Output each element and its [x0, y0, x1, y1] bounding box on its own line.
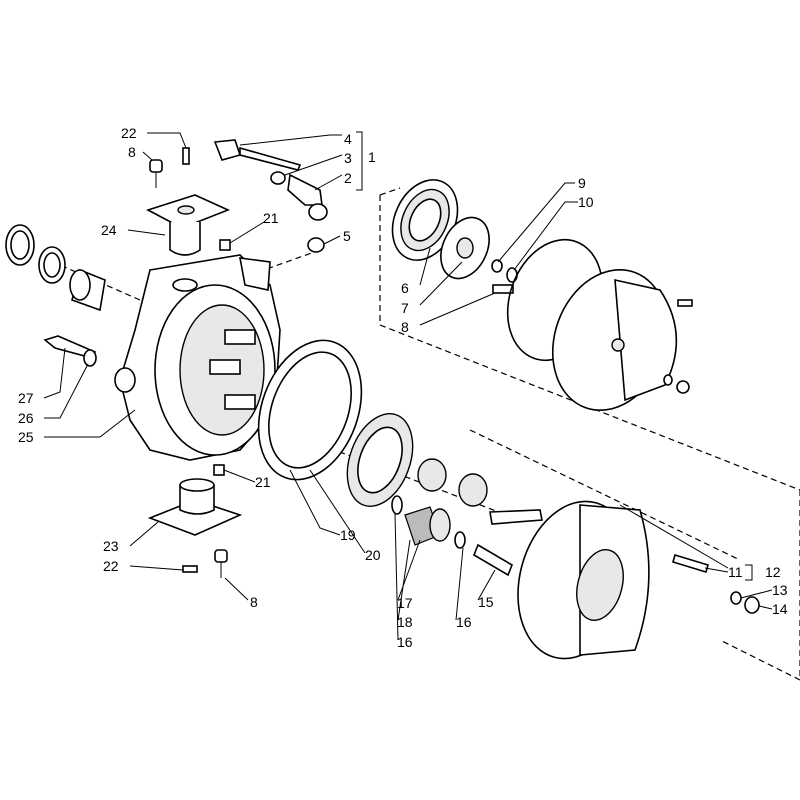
- leader-lines: [43, 131, 773, 641]
- screw-8: [214, 549, 228, 563]
- callout: 23: [103, 538, 119, 554]
- ring-16: [391, 495, 403, 515]
- callout: 5: [343, 228, 351, 244]
- lower-king-pin: [147, 478, 243, 536]
- steering-knuckle-housing: [114, 254, 281, 461]
- callout: 8: [401, 319, 409, 335]
- callout: 22: [103, 558, 119, 574]
- callout: 3: [344, 150, 352, 166]
- screw: [677, 299, 693, 307]
- assembly-line: [379, 187, 800, 681]
- callout: 8: [128, 144, 136, 160]
- grease-nipple-22: [182, 565, 198, 573]
- washer-26: [83, 349, 97, 367]
- callout: 16: [397, 634, 413, 650]
- pin: [489, 509, 543, 525]
- callout: 26: [18, 410, 34, 426]
- callout: 2: [344, 170, 352, 186]
- washer-9: [491, 259, 503, 273]
- upper-king-pin: [145, 194, 231, 256]
- seal-20: [257, 339, 363, 481]
- callout: 17: [397, 595, 413, 611]
- callout: 12: [765, 564, 781, 580]
- callout: 4: [344, 131, 352, 147]
- callout: 8: [250, 594, 258, 610]
- callout: 18: [397, 614, 413, 630]
- callout-labels: 22 8 4 3 1 2 24 21 5 9 10 6 7 8 27 26 25…: [18, 125, 788, 650]
- screw-8: [149, 159, 163, 173]
- callout: 20: [365, 547, 381, 563]
- seal-19: [346, 413, 414, 507]
- callout: 19: [340, 527, 356, 543]
- plug-21: [219, 239, 231, 251]
- callout: 25: [18, 429, 34, 445]
- ring-10: [506, 267, 518, 283]
- callout: 22: [121, 125, 137, 141]
- callout: 21: [255, 474, 271, 490]
- callout: 16: [456, 614, 472, 630]
- callout: 24: [101, 222, 117, 238]
- plug-21: [213, 464, 225, 476]
- screw-8: [492, 284, 514, 294]
- callout: 21: [263, 210, 279, 226]
- pin-15: [473, 543, 513, 577]
- bearing-6: [391, 179, 459, 261]
- callout: 27: [18, 390, 34, 406]
- washer: [663, 374, 673, 386]
- callout: 15: [478, 594, 494, 610]
- callout: 6: [401, 280, 409, 296]
- callout: 9: [578, 175, 586, 191]
- callout: 10: [578, 194, 594, 210]
- ring-16: [454, 531, 466, 549]
- callout: 13: [772, 582, 788, 598]
- callout: 11: [728, 564, 743, 580]
- nut-14: [744, 596, 760, 614]
- callout: 14: [772, 601, 788, 617]
- wheel-flange: [517, 500, 650, 660]
- grease-nipple-22: [182, 147, 190, 165]
- stud-12: [672, 553, 709, 574]
- plug: [676, 380, 690, 394]
- hub-cover: [551, 268, 678, 412]
- gear-17: [404, 506, 451, 546]
- planet-gear: [417, 458, 447, 492]
- tie-rod-end: [213, 139, 328, 253]
- planet-gear: [458, 473, 488, 507]
- carrier-7: [440, 216, 490, 280]
- callout: 1: [368, 149, 376, 165]
- washer-13: [730, 591, 742, 605]
- callout: 7: [401, 300, 409, 316]
- bushing-set: [5, 224, 106, 312]
